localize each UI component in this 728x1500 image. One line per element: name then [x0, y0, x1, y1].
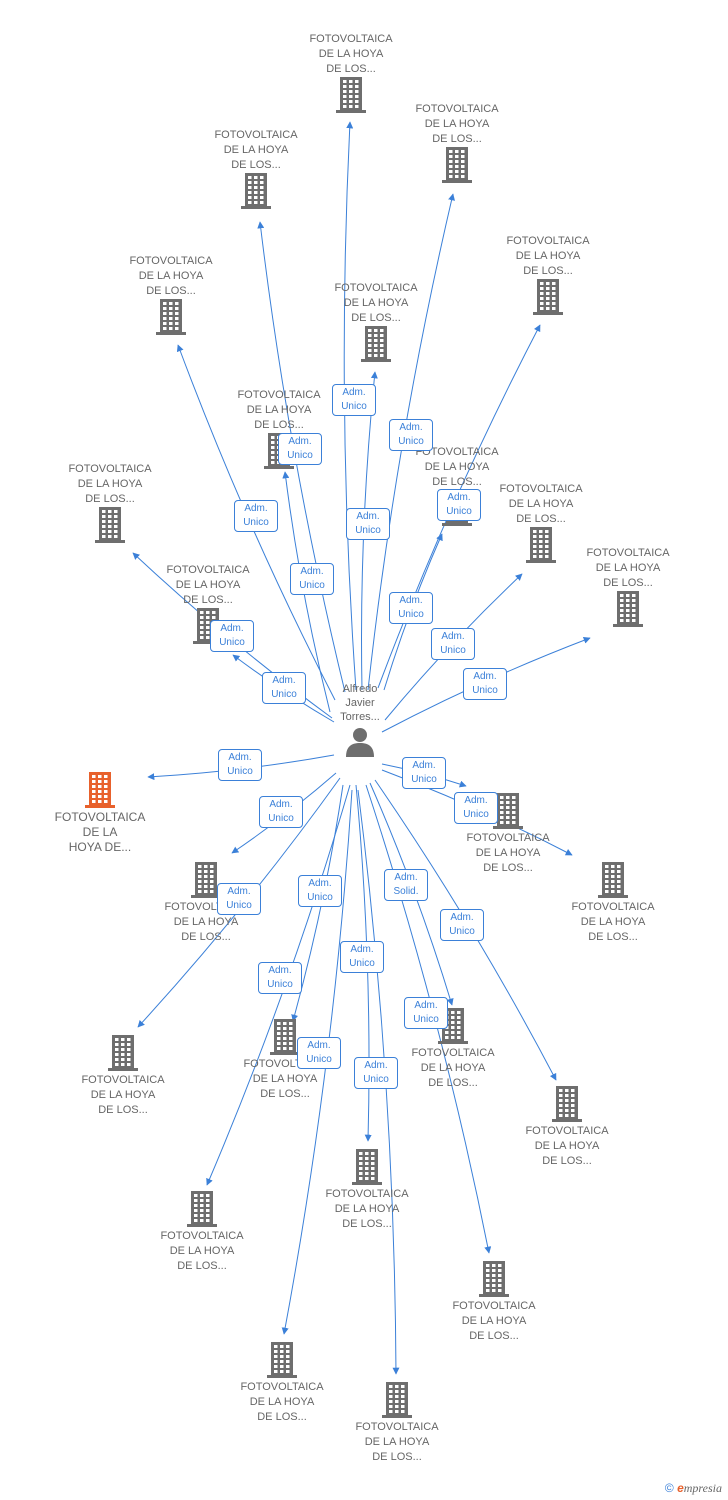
building-icon: [84, 772, 116, 808]
company-label: FOTOVOLTAICA DE LA HOYA DE LOS...: [411, 1047, 495, 1089]
relation-badge[interactable]: Adm. Unico: [278, 433, 322, 465]
company-node[interactable]: FOTOVOLTAICA DE LA HOYA DE LOS...: [75, 1035, 171, 1118]
company-node[interactable]: FOTOVOLTAICA DE LA HOYA DE LOS...: [580, 546, 676, 627]
relation-badge[interactable]: Adm. Unico: [454, 792, 498, 824]
company-label: FOTOVOLTAICA DE LA HOYA DE LOS...: [240, 1381, 324, 1423]
company-node[interactable]: FOTOVOLTAICA DE LA HOYA DE LOS...: [154, 1191, 250, 1274]
building-icon: [240, 173, 272, 209]
building-icon: [478, 1261, 510, 1297]
company-label: FOTOVOLTAICA DE LA HOYA DE LOS...: [166, 564, 250, 606]
relation-badge[interactable]: Adm. Unico: [297, 1037, 341, 1069]
company-node[interactable]: FOTOVOLTAICA DE LA HOYA DE LOS...: [519, 1086, 615, 1169]
company-label: FOTOVOLTAICA DE LA HOYA DE LOS...: [309, 33, 393, 75]
company-node[interactable]: FOTOVOLTAICA DE LA HOYA DE LOS...: [123, 254, 219, 335]
company-node[interactable]: FOTOVOLTAICA DE LA HOYA DE LOS...: [349, 1382, 445, 1465]
building-icon: [190, 862, 222, 898]
relation-badge[interactable]: Adm. Unico: [440, 909, 484, 941]
company-node[interactable]: FOTOVOLTAICA DE LA HOYA DE LOS...: [500, 234, 596, 315]
relation-badge[interactable]: Adm. Unico: [340, 941, 384, 973]
company-label: FOTOVOLTAICA DE LA HOYA DE LOS...: [466, 832, 550, 874]
company-label: FOTOVOLTAICA DE LA HOYA DE LOS...: [506, 235, 590, 277]
footer-brand: © empresia: [665, 1481, 722, 1496]
company-node[interactable]: FOTOVOLTAICA DE LA HOYA DE LOS...: [208, 128, 304, 209]
company-node[interactable]: FOTOVOLTAICA DE LA HOYA DE LOS...: [493, 482, 589, 563]
building-icon: [441, 147, 473, 183]
brand-logo-e: e: [677, 1481, 684, 1495]
relation-badge[interactable]: Adm. Unico: [290, 563, 334, 595]
building-icon: [551, 1086, 583, 1122]
company-label: FOTOVOLTAICA DE LA HOYA DE LOS...: [355, 1421, 439, 1463]
company-label: FOTOVOLTAICA DE LA HOYA DE LOS...: [129, 255, 213, 297]
building-icon: [525, 527, 557, 563]
building-icon: [612, 591, 644, 627]
building-icon: [335, 77, 367, 113]
company-node[interactable]: FOTOVOLTAICA DE LA HOYA DE LOS...: [409, 102, 505, 183]
relation-badge[interactable]: Adm. Unico: [389, 592, 433, 624]
company-label: FOTOVOLTAICA DE LA HOYA DE LOS...: [586, 547, 670, 589]
company-label: FOTOVOLTAICA DE LA HOYA DE LOS...: [81, 1074, 165, 1116]
company-node[interactable]: FOTOVOLTAICA DE LA HOYA DE LOS...: [405, 1008, 501, 1091]
brand-logo: mpresia: [683, 1481, 722, 1495]
building-icon: [381, 1382, 413, 1418]
relation-badge[interactable]: Adm. Unico: [298, 875, 342, 907]
company-label: FOTOVOLTAICA DE LA HOYA DE LOS...: [499, 483, 583, 525]
company-label: FOTOVOLTAICA DE LA HOYA DE LOS...: [325, 1188, 409, 1230]
company-node[interactable]: FOTOVOLTAICA DE LA HOYA DE LOS...: [158, 862, 254, 945]
building-icon: [94, 507, 126, 543]
relation-badge[interactable]: Adm. Unico: [332, 384, 376, 416]
company-node[interactable]: FOTOVOLTAICA DE LA HOYA DE LOS...: [460, 793, 556, 876]
relation-badge[interactable]: Adm. Unico: [463, 668, 507, 700]
company-node[interactable]: FOTOVOLTAICA DE LA HOYA DE LOS...: [303, 32, 399, 113]
center-person[interactable]: Alfredo Javier Torres...: [300, 682, 420, 758]
company-label: FOTOVOLTAICA DE LA HOYA DE LOS...: [68, 463, 152, 505]
relation-badge[interactable]: Adm. Unico: [262, 672, 306, 704]
company-label: FOTOVOLTAICA DE LA HOYA DE LOS...: [214, 129, 298, 171]
building-icon: [155, 299, 187, 335]
company-node[interactable]: FOTOVOLTAICA DE LA HOYA DE LOS...: [328, 281, 424, 362]
building-icon: [360, 326, 392, 362]
copyright-icon: ©: [664, 1481, 674, 1495]
company-label: FOTOVOLTAICA DE LA HOYA DE LOS...: [334, 282, 418, 324]
building-icon: [492, 793, 524, 829]
person-name: Alfredo Javier Torres...: [340, 683, 380, 723]
relation-badge[interactable]: Adm. Unico: [389, 419, 433, 451]
company-node[interactable]: FOTOVOLTAICA DE LA HOYA DE LOS...: [237, 1019, 333, 1102]
company-label: FOTOVOLTAICA DE LA HOYA DE LOS...: [160, 1230, 244, 1272]
company-node[interactable]: FOTOVOLTAICA DE LA HOYA DE LOS...: [319, 1149, 415, 1232]
relation-badge[interactable]: Adm. Unico: [218, 749, 262, 781]
main-company-node[interactable]: FOTOVOLTAICA DE LA HOYA DE...: [52, 772, 148, 855]
building-icon: [269, 1019, 301, 1055]
relation-badge[interactable]: Adm. Unico: [354, 1057, 398, 1089]
company-label: FOTOVOLTAICA DE LA HOYA DE LOS...: [571, 901, 655, 943]
company-node[interactable]: FOTOVOLTAICA DE LA HOYA DE LOS...: [565, 862, 661, 945]
company-label: FOTOVOLTAICA DE LA HOYA DE LOS...: [525, 1125, 609, 1167]
building-icon: [532, 279, 564, 315]
building-icon: [186, 1191, 218, 1227]
building-icon: [351, 1149, 383, 1185]
company-label: FOTOVOLTAICA DE LA HOYA DE LOS...: [452, 1300, 536, 1342]
relation-badge[interactable]: Adm. Unico: [210, 620, 254, 652]
relation-badge[interactable]: Adm. Unico: [404, 997, 448, 1029]
relation-badge[interactable]: Adm. Unico: [259, 796, 303, 828]
relation-badge[interactable]: Adm. Unico: [437, 489, 481, 521]
company-node[interactable]: FOTOVOLTAICA DE LA HOYA DE LOS...: [234, 1342, 330, 1425]
building-icon: [107, 1035, 139, 1071]
relation-badge[interactable]: Adm. Unico: [258, 962, 302, 994]
company-label: FOTOVOLTAICA DE LA HOYA DE LOS...: [415, 446, 499, 488]
company-node[interactable]: FOTOVOLTAICA DE LA HOYA DE LOS...: [446, 1261, 542, 1344]
relation-badge[interactable]: Adm. Unico: [217, 883, 261, 915]
relation-badge[interactable]: Adm. Unico: [402, 757, 446, 789]
relation-badge[interactable]: Adm. Solid.: [384, 869, 428, 901]
company-node[interactable]: FOTOVOLTAICA DE LA HOYA DE LOS...: [62, 462, 158, 543]
company-label: FOTOVOLTAICA DE LA HOYA DE LOS...: [415, 103, 499, 145]
relation-badge[interactable]: Adm. Unico: [346, 508, 390, 540]
relation-badge[interactable]: Adm. Unico: [431, 628, 475, 660]
building-icon: [266, 1342, 298, 1378]
company-label: FOTOVOLTAICA DE LA HOYA DE...: [54, 810, 146, 854]
relation-badge[interactable]: Adm. Unico: [234, 500, 278, 532]
building-icon: [597, 862, 629, 898]
person-icon: [344, 726, 376, 758]
company-label: FOTOVOLTAICA DE LA HOYA DE LOS...: [237, 389, 321, 431]
